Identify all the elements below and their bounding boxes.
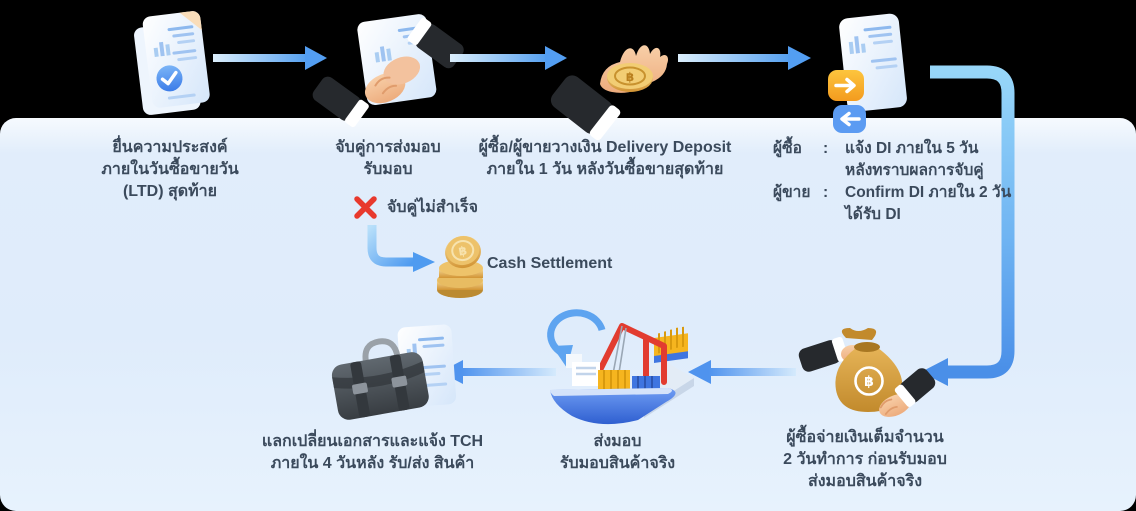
di-send-button [828, 70, 864, 101]
document-exchange-briefcase-icon [320, 318, 462, 430]
deck-containers [598, 370, 660, 392]
baht-symbol: ฿ [626, 70, 634, 84]
intent-document-icon [128, 8, 216, 124]
step5-label: ผู้ซื้อจ่ายเงินเต็มจำนวน 2 วันทำการ ก่อน… [783, 429, 947, 490]
baht-symbol: ฿ [864, 373, 874, 389]
match-fail-label: จับคู่ไม่สำเร็จ [387, 199, 479, 216]
cash-coins-icon: ฿ [433, 234, 491, 300]
step2-label: จับคู่การส่งมอบ รับมอบ [335, 139, 441, 178]
arrow-step1-step2 [213, 45, 328, 71]
step4-label: ผู้ซื้อ:แจ้ง DI ภายใน 5 วัน หลังทราบผลกา… [773, 140, 1012, 223]
di-receive-button [833, 105, 866, 133]
branch-arrow-to-cash [355, 225, 439, 277]
matching-handshake-icon [312, 14, 464, 128]
delivery-ship-icon [540, 298, 698, 430]
cash-settlement-label: Cash Settlement [487, 255, 613, 272]
step1-label: ยื่นความประสงค์ ภายในวันซื้อขายวัน (LTD)… [101, 139, 239, 200]
baht-symbol: ฿ [457, 243, 468, 258]
step3-label: ผู้ซื้อ/ผู้ขายวางเงิน Delivery Deposit ภ… [478, 139, 732, 178]
fail-x-icon [354, 196, 377, 219]
arrow-step3-step4 [678, 45, 812, 71]
step7-label: แลกเปลี่ยนเอกสารและแจ้ง TCH ภายใน 4 วันห… [261, 433, 484, 472]
connector-step4-step5 [915, 58, 1027, 394]
money-bag-icon: ฿ [798, 326, 936, 426]
hand-with-coin-icon: ฿ [548, 22, 678, 141]
di-document-icon [826, 12, 912, 134]
arrow-step5-step6 [688, 359, 796, 385]
step6-label: ส่งมอบ รับมอบสินค้าจริง [559, 433, 676, 472]
match-fail-row: จับคู่ไม่สำเร็จ [354, 195, 478, 220]
arrow-step2-step3 [450, 45, 568, 71]
